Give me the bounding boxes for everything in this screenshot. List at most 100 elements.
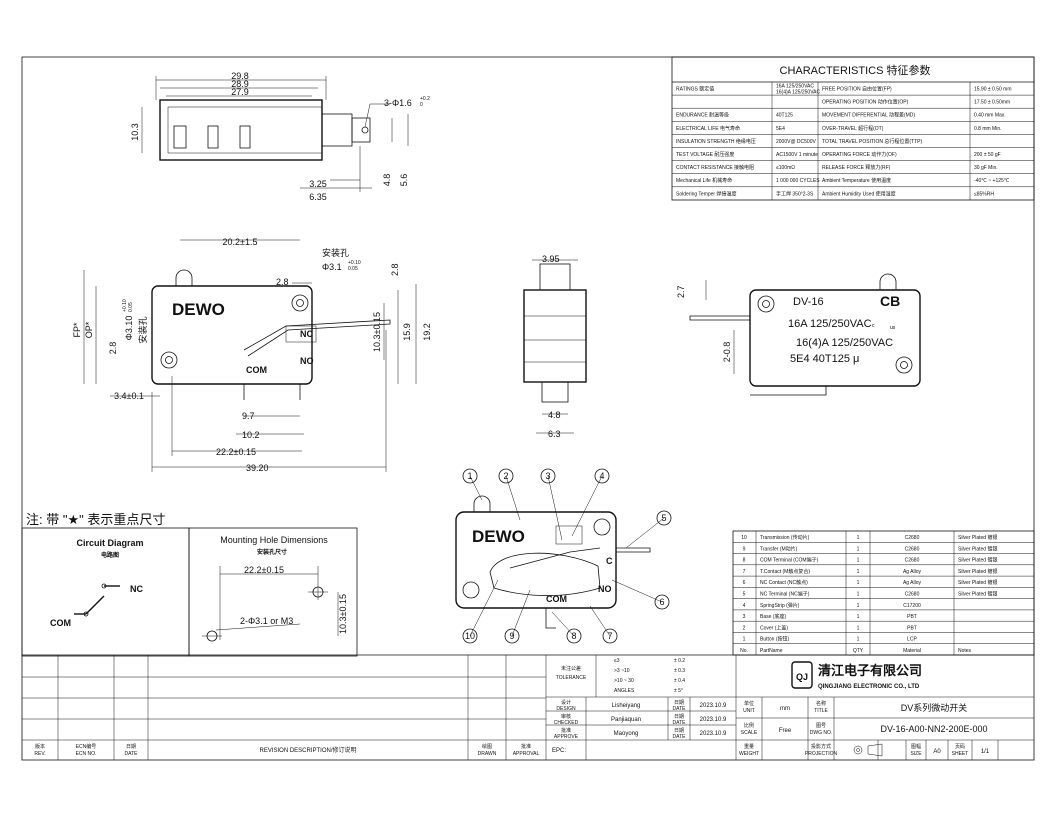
bom-cell: NC Terminal (NC端子): [760, 590, 810, 597]
bom-cell: Silver Plated 镀银: [958, 579, 997, 586]
dim-rear-27: 2.7: [676, 285, 686, 298]
characteristics-cell: TOTAL TRAVEL POSITION 总行程位置(TTP): [822, 138, 922, 145]
internal-com: COM: [546, 594, 567, 604]
unit-cn: 单位: [744, 700, 754, 707]
callout-number: 9: [509, 631, 514, 641]
mounting-d2: 2-Φ3.1 or M3: [240, 616, 293, 626]
side-view: 3.95 4.8 6.3: [523, 254, 587, 439]
dim-front-hole2-tol-up: +0.10: [122, 299, 128, 312]
drawn-en: DRAWN: [478, 751, 497, 757]
rear-cb: CB: [880, 293, 900, 309]
bom-cell: 1: [857, 535, 860, 541]
characteristics-cell: -40℃ ~ +125℃: [974, 178, 1010, 184]
designer: Lisheiyang: [612, 703, 641, 709]
bom-cell: 6: [743, 580, 746, 586]
bom-cell: 4: [743, 603, 746, 609]
size-en: SIZE: [910, 751, 922, 757]
tolerance-value: ± 0.2: [674, 658, 685, 664]
dim-front-mount-tol-up: +0.10: [348, 260, 361, 266]
characteristics-cell: RATINGS 额定值: [676, 86, 714, 93]
proj-en: PROJECTION: [805, 751, 838, 757]
approve-cn: 批准: [561, 727, 571, 734]
characteristics-cell: 200 ± 50 gF: [974, 152, 1001, 158]
scale: Free: [779, 728, 792, 734]
front-com: COM: [246, 365, 267, 375]
bom-cell: Notes: [958, 648, 972, 654]
bom-cell: LCP: [907, 637, 917, 643]
key-dimension-note: 注: 带 "★" 表示重点尺寸: [26, 512, 165, 527]
dim-top-3: 27.9: [231, 87, 249, 97]
characteristics-cell: ≤85%RH: [974, 191, 994, 197]
dim-top-6: 6.35: [309, 192, 327, 202]
dim-front-103: 10.3±0.15: [372, 312, 382, 352]
dwgno-en: DWG NO.: [810, 730, 833, 736]
rear-model: DV-16: [793, 296, 824, 308]
bom-cell: Button (按钮): [760, 636, 790, 643]
characteristics-cell: 2000V@ DC500V: [776, 139, 816, 145]
bom-cell: Material: [903, 648, 921, 654]
design-cn: 设计: [561, 699, 571, 706]
date3: 2023.10.9: [700, 731, 727, 737]
characteristics-cell: MOVEMENT DIFFERENTIAL 动程差(MD): [822, 112, 915, 119]
bom-cell: SpringStrip (弹片): [760, 602, 800, 609]
rev-cn: 版本: [35, 743, 45, 750]
dim-front-28c: 2.8: [108, 342, 118, 355]
ecn-cn: ECN编号: [76, 743, 97, 750]
unit: mm: [780, 706, 790, 712]
rear-line1: 16A 125/250VAC: [788, 318, 872, 330]
bom-cell: 1: [857, 591, 860, 597]
bom-cell: 3: [743, 614, 746, 620]
characteristics-cell: AC1500V 1 minute: [776, 152, 818, 158]
front-no: NO: [300, 356, 314, 366]
dim-front-hole2-tol-lo: 0.05: [128, 302, 134, 312]
bom-cell: Cover (上盖): [760, 624, 788, 631]
characteristics-cell: RELEASE FORCE 释放力(RF): [822, 164, 891, 171]
sheet-border: [21, 56, 1035, 761]
dim-front-mount-cn: 安装孔: [322, 247, 349, 258]
callout-bubble: [462, 628, 478, 644]
company-logo: [791, 661, 813, 689]
tolerance-value: ± 0.4: [674, 678, 685, 684]
bom-cell: No.: [740, 648, 748, 654]
rear-c: c: [872, 323, 875, 329]
checked-en: CHECKED: [554, 720, 579, 726]
dim-front-hole2-cn: 安装孔: [137, 316, 148, 343]
bom-cell: Ag Alloy: [903, 580, 922, 586]
characteristics-cell: 1 000 000 CYCLES: [776, 178, 820, 184]
bom-cell: NC Contact (NC触点): [760, 579, 808, 586]
internal-brand: DEWO: [472, 527, 525, 546]
bom-cell: C2680: [905, 558, 920, 564]
characteristics-cell: ≤100mΩ: [776, 165, 795, 171]
size: A0: [933, 749, 941, 755]
checker: Panjiaquan: [611, 717, 641, 723]
bom-cell: T.Contact (M触点复合): [760, 568, 810, 575]
callout-number: 10: [465, 631, 475, 641]
dim-front-mount-tol-lo: 0.05: [348, 266, 358, 272]
tolerance-range: ANGLES: [614, 688, 635, 694]
dim-front-hole2: Φ3.10: [124, 316, 134, 341]
callout-bubble: [498, 468, 514, 484]
dim-top-4: 10.3: [130, 123, 140, 141]
bom-cell: C17200: [903, 603, 921, 609]
dim-front-159: 15.9: [402, 323, 412, 341]
dim-front-28a: 2.8: [276, 277, 289, 287]
callout-bubble: [462, 468, 478, 484]
bom-cell: Silver Plated 镀银: [958, 534, 997, 541]
bom-cell: Base (底座): [760, 613, 786, 620]
mounting-title: Mounting Hole Dimensions: [220, 535, 328, 545]
revdate-en: DATE: [125, 751, 139, 757]
callout-number: 8: [571, 631, 576, 641]
bom-cell: 10: [741, 535, 747, 541]
characteristics-cell: 0.40 mm Max.: [974, 113, 1006, 119]
bom-cell: 1: [743, 637, 746, 643]
bom-cell: PartName: [760, 648, 783, 654]
internal-c: C: [606, 556, 613, 566]
ecn-en: ECN NO.: [76, 751, 97, 757]
scale-cn: 比例: [744, 722, 754, 729]
tol-cn: 未注公差: [561, 665, 581, 672]
sheet-en: SHEET: [952, 751, 969, 757]
rear-line3: 5E4 40T125 μ: [790, 353, 859, 365]
